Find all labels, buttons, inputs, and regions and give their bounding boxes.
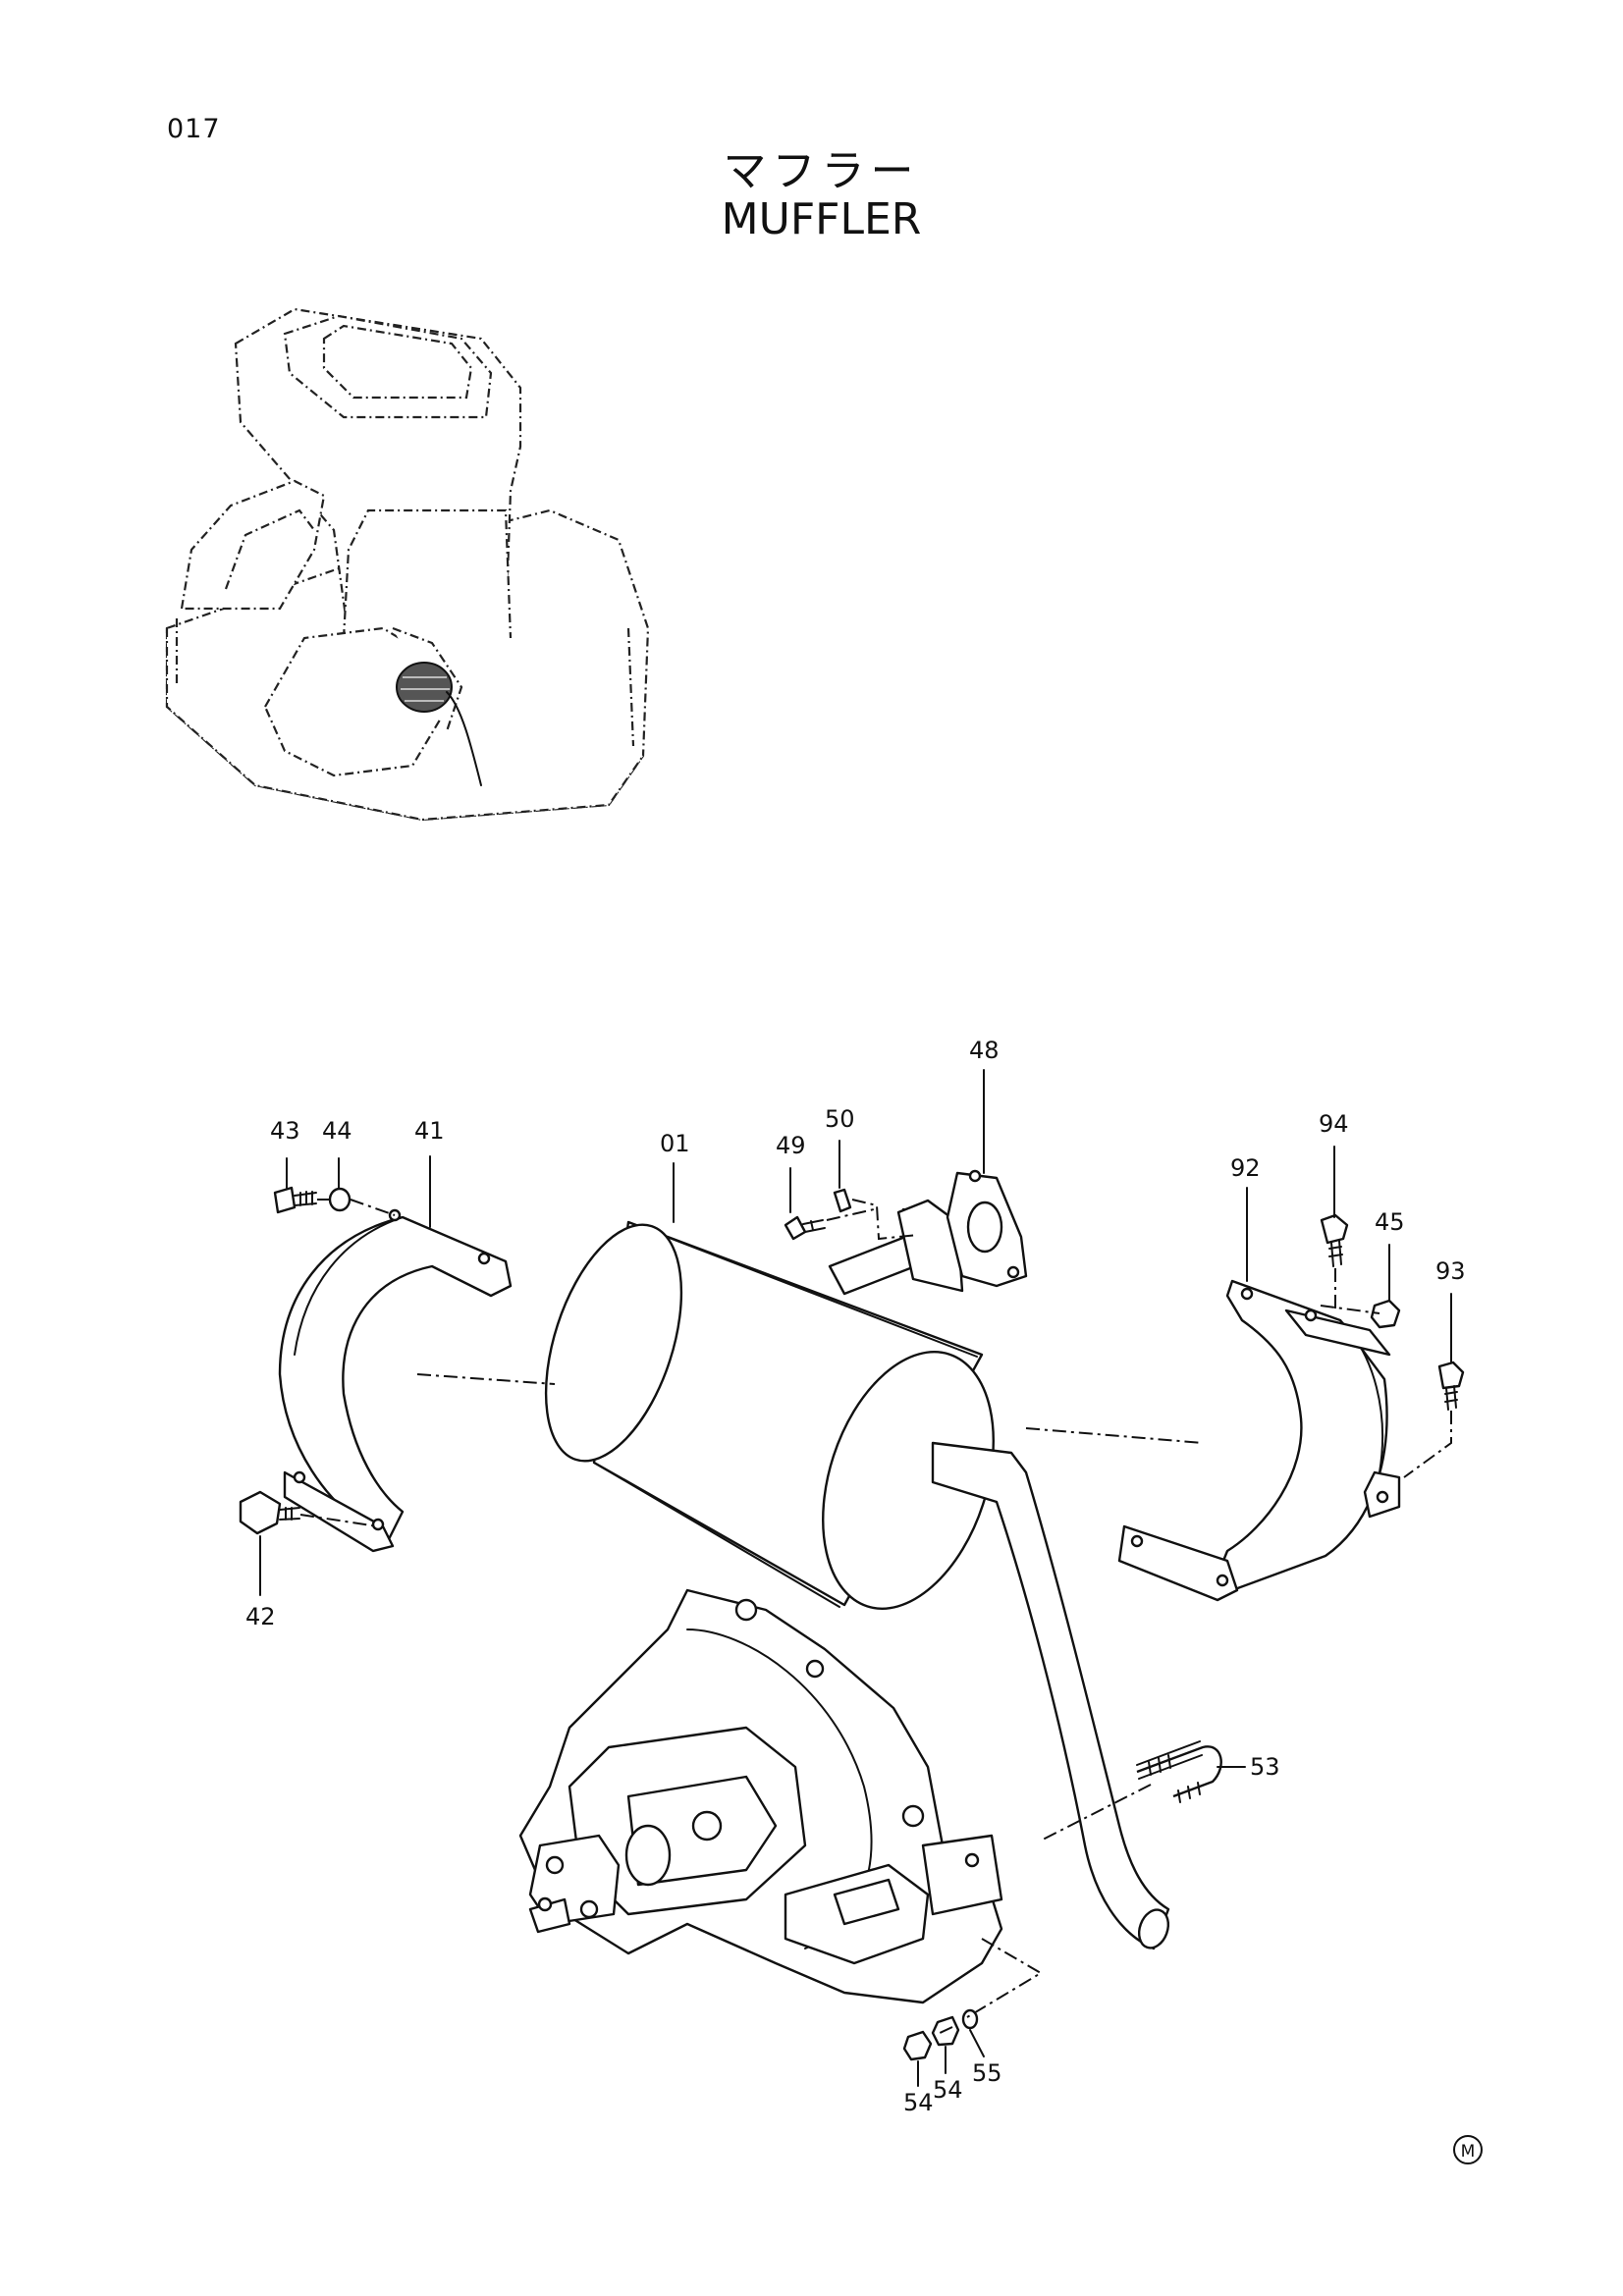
label-45: 45	[1375, 1208, 1405, 1236]
label-01: 01	[660, 1130, 690, 1157]
engine-pump-assembly	[518, 1588, 1003, 2004]
muffler-band-left	[278, 1208, 513, 1553]
label-54-second: 54	[933, 2076, 963, 2104]
label-48: 48	[969, 1037, 1000, 1064]
label-55: 55	[972, 2059, 1002, 2087]
corner-circled-mark: M	[1453, 2135, 1483, 2164]
label-43: 43	[270, 1117, 300, 1145]
label-92: 92	[1230, 1154, 1261, 1182]
label-42: 42	[245, 1603, 276, 1630]
label-94: 94	[1319, 1110, 1349, 1138]
gasket	[946, 1169, 1028, 1288]
label-53: 53	[1250, 1753, 1280, 1781]
label-41: 41	[414, 1117, 445, 1145]
label-49: 49	[776, 1132, 806, 1159]
label-93: 93	[1435, 1257, 1466, 1285]
machine-overview-illustration	[165, 307, 650, 822]
label-54-first: 54	[903, 2089, 934, 2116]
part-labels: 43 44 41 01 49 50 48 94 92 45 93 42 53 5…	[245, 1037, 1466, 2116]
title-japanese: マフラー	[723, 146, 920, 196]
muffler-band-right	[1117, 1279, 1401, 1602]
title-english: MUFFLER	[721, 194, 922, 244]
label-44: 44	[322, 1117, 352, 1145]
leader-lines	[259, 1069, 1452, 2087]
assembly-lines	[299, 1199, 1452, 2035]
label-50: 50	[825, 1105, 855, 1133]
page-number: 017	[167, 114, 221, 144]
muffler-location-highlight	[396, 662, 453, 713]
muffler-body	[544, 1199, 1170, 1950]
